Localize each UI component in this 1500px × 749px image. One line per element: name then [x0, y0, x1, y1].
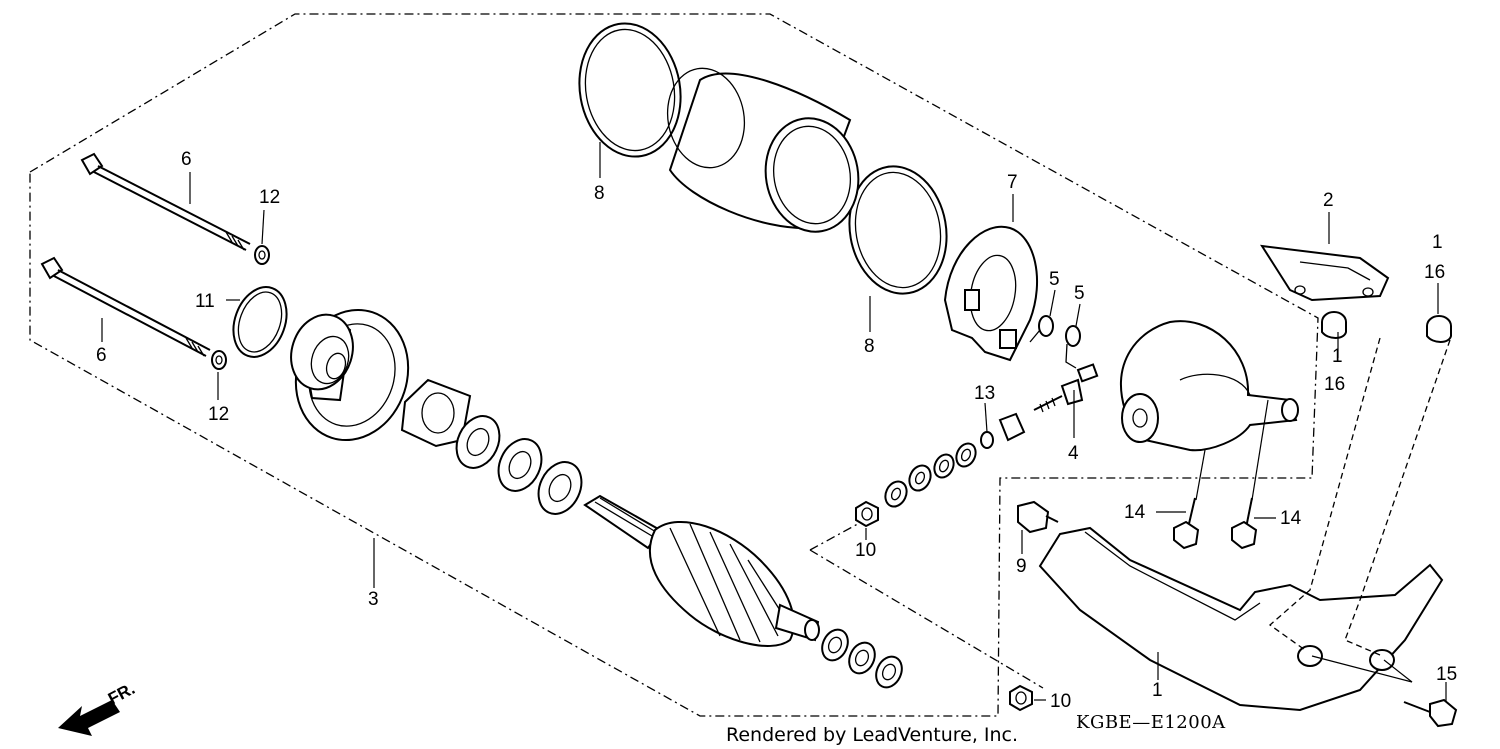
callout-5-left: 5 [1049, 269, 1060, 290]
mounting-bracket[interactable] [1260, 244, 1390, 302]
callout-16-mid: 16 [1324, 374, 1345, 395]
callout-8-front: 8 [594, 183, 605, 204]
front-housing[interactable] [279, 295, 424, 455]
brush-holder[interactable] [943, 225, 1038, 362]
callout-12-lower: 12 [208, 404, 229, 425]
callout-14-right: 14 [1280, 508, 1302, 529]
collar-right[interactable] [1426, 315, 1452, 343]
callout-7: 7 [1007, 172, 1018, 193]
callout-11: 11 [195, 291, 215, 312]
callout-4: 4 [1068, 443, 1079, 464]
callout-6-lower: 6 [96, 345, 107, 366]
collar-left[interactable] [1321, 311, 1347, 339]
cover-bolt-right[interactable] [1231, 497, 1258, 550]
rear-cover[interactable] [1120, 320, 1299, 452]
callout-10-lower: 10 [1050, 691, 1071, 712]
cover-bolt-left[interactable] [1173, 497, 1200, 550]
insulator[interactable] [998, 412, 1026, 442]
alignment-lines [1268, 337, 1451, 656]
callout-14-left: 14 [1124, 502, 1146, 523]
shaft-washer-c[interactable] [871, 652, 906, 691]
callout-16-top: 16 [1424, 262, 1445, 283]
insulator-washer-3[interactable] [905, 462, 934, 494]
callout-3: 3 [368, 589, 379, 610]
o-ring[interactable] [224, 280, 296, 365]
render-credit: Rendered by LeadVenture, Inc. [726, 724, 1018, 746]
flange-bolt[interactable] [1017, 500, 1059, 534]
brush-terminal[interactable] [1033, 363, 1099, 413]
front-arrow-icon: FR. [58, 679, 138, 736]
assembly-boundary [29, 13, 1319, 717]
callout-2: 2 [1323, 190, 1334, 211]
washer-upper[interactable] [254, 245, 270, 265]
thrust-washer-2[interactable] [490, 432, 549, 498]
brush-spring-b[interactable] [1065, 325, 1081, 369]
leader-lines [101, 142, 1447, 702]
callout-1-mid: 1 [1332, 346, 1343, 367]
nut-lower[interactable] [1009, 684, 1033, 712]
yoke[interactable] [660, 62, 867, 239]
callout-6-upper: 6 [181, 149, 192, 170]
washer-lower[interactable] [211, 350, 227, 370]
callout-10-upper: 10 [855, 540, 876, 561]
gasket-rear[interactable] [840, 159, 957, 302]
side-cover[interactable] [1038, 526, 1444, 712]
callout-12-upper: 12 [259, 187, 280, 208]
shaft-washer-b[interactable] [844, 638, 879, 677]
callout-1-bottom: 1 [1152, 680, 1163, 701]
o-ring-small[interactable] [980, 431, 994, 449]
armature[interactable] [583, 494, 820, 647]
insulator-washer-4[interactable] [881, 478, 910, 510]
thrust-washer-3[interactable] [530, 455, 589, 521]
callout-15: 15 [1436, 664, 1457, 685]
thrust-washer-1[interactable] [448, 409, 507, 475]
insulator-washer-1[interactable] [953, 440, 979, 469]
brush-spring-a[interactable] [1029, 315, 1054, 343]
insulator-washer-2[interactable] [931, 451, 957, 480]
nut-upper[interactable] [855, 500, 879, 528]
long-bolt-upper[interactable] [80, 152, 251, 251]
diagram-code: KGBE—E1200A [1076, 712, 1226, 733]
callout-9: 9 [1016, 556, 1027, 577]
callout-5-right: 5 [1074, 283, 1085, 304]
shaft-washer-a[interactable] [817, 625, 852, 664]
cover-bolt-15[interactable] [1403, 698, 1458, 728]
long-bolt-lower[interactable] [40, 256, 211, 357]
gasket-front[interactable] [569, 15, 691, 164]
callout-1-top: 1 [1432, 232, 1443, 253]
callout-labels: 6 12 11 6 12 3 8 8 7 5 5 13 4 2 1 16 1 1… [96, 149, 1457, 712]
callout-8-rear: 8 [864, 336, 875, 357]
callout-13: 13 [974, 383, 995, 404]
